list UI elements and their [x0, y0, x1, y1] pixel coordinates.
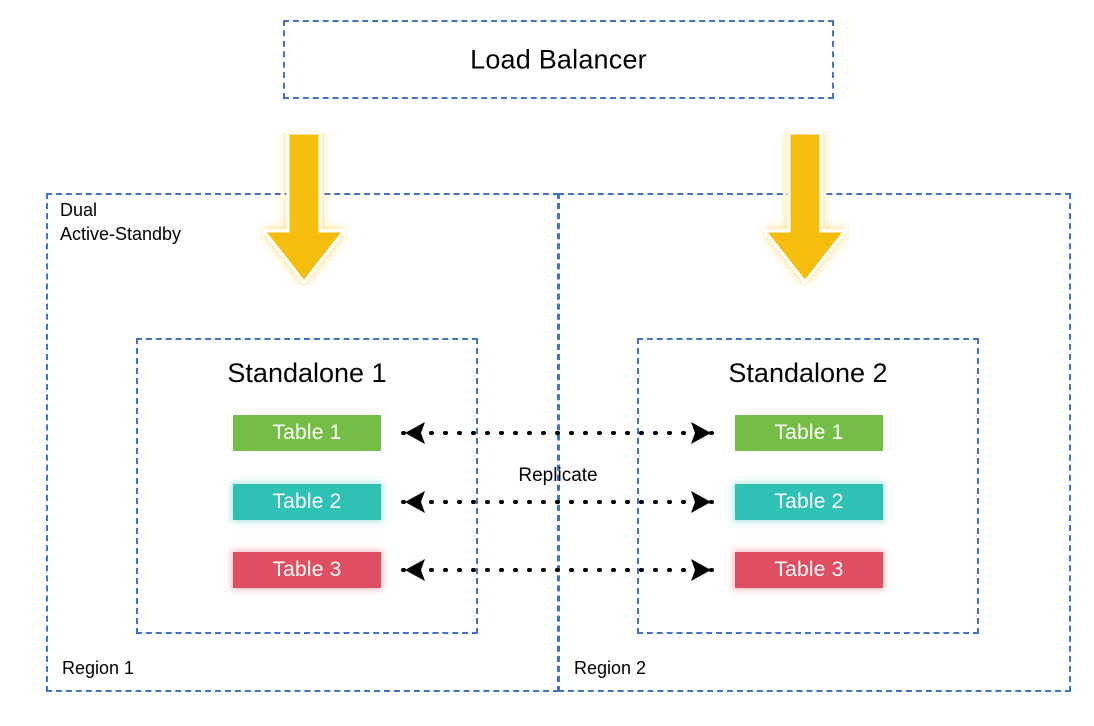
table-chip-right-2[interactable]: Table 2 — [735, 484, 883, 520]
table-chip-left-3[interactable]: Table 3 — [233, 552, 381, 588]
table-chip-left-1[interactable]: Table 1 — [233, 415, 381, 451]
load-balancer-box: Load Balancer — [283, 20, 834, 99]
standalone-1-title: Standalone 1 — [227, 358, 387, 388]
standalone-1-box: Standalone 1 — [136, 338, 478, 634]
region-2-label: Region 2 — [574, 658, 647, 678]
dual-active-standby-label: Dual Active-Standby — [60, 200, 182, 244]
table-chip-left-2[interactable]: Table 2 — [233, 484, 381, 520]
standalone-2-title: Standalone 2 — [728, 358, 888, 388]
table-chip-right-1[interactable]: Table 1 — [735, 415, 883, 451]
load-balancer-label: Load Balancer — [470, 44, 647, 74]
replicate-label: Replicate — [518, 465, 598, 486]
table-chip-right-3[interactable]: Table 3 — [735, 552, 883, 588]
standalone-2-box: Standalone 2 — [637, 338, 979, 634]
region-1-label: Region 1 — [62, 658, 135, 678]
